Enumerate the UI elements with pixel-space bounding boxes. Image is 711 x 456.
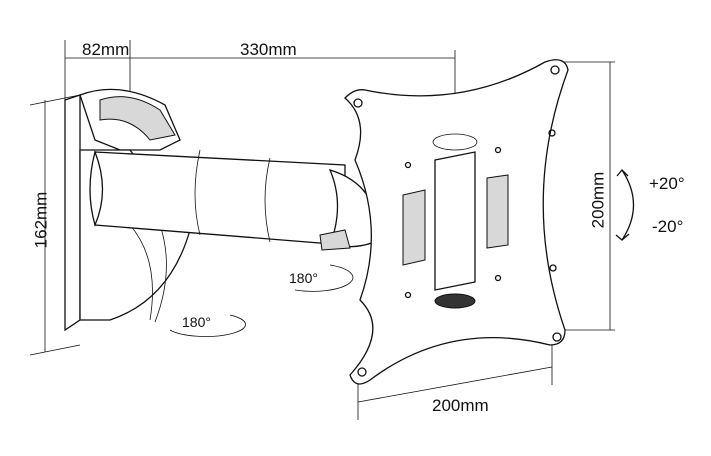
rotation-arrows: [169, 169, 635, 337]
dimension-lines: [29, 40, 615, 420]
vesa-width-label: 200mm: [432, 396, 489, 415]
arm-rotation-label: 180°: [289, 270, 318, 286]
tilt-arrow: [621, 169, 635, 241]
arm-rotation-arrow: [294, 264, 354, 292]
extension-label: 330mm: [240, 40, 297, 59]
wall-rotation-arrow: [169, 314, 246, 337]
vesa-height-label: 200mm: [588, 171, 608, 229]
arm: [89, 149, 379, 251]
tilt-down-label: -20°: [652, 217, 684, 236]
tilt-up-label: +20°: [649, 174, 685, 193]
depth-label: 82mm: [82, 40, 130, 59]
wall-plate-height-label: 162mm: [31, 191, 51, 249]
wall-rotation-label: 180°: [182, 314, 211, 330]
wall-plate: [64, 88, 191, 332]
vesa-plate: [344, 59, 569, 385]
